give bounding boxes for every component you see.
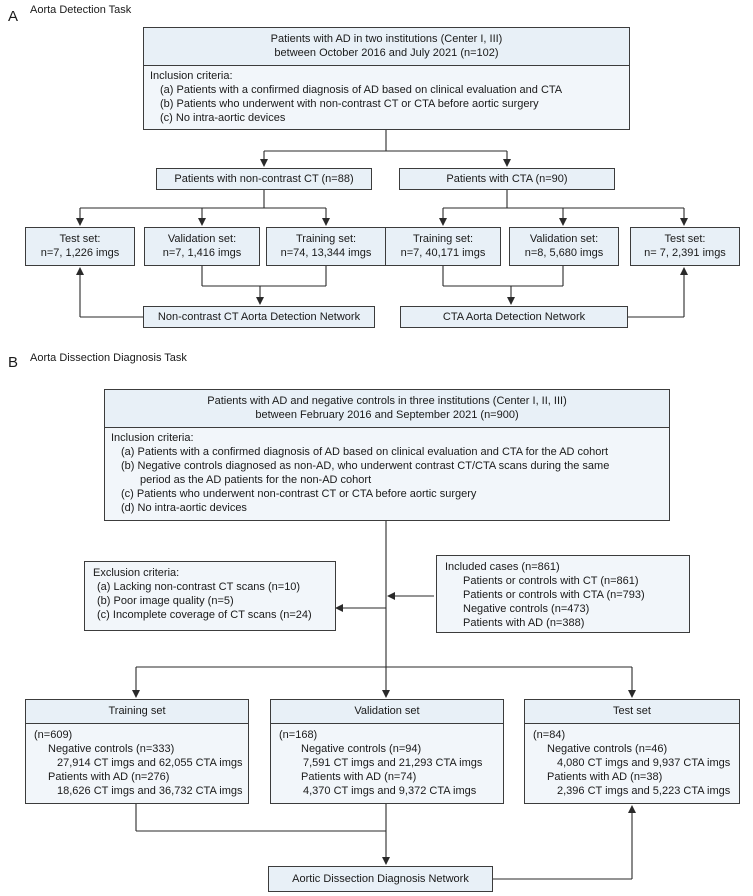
b-header-line2: between February 2016 and September 2021… bbox=[255, 409, 519, 421]
a-left-test-value: n=7, 1,226 imgs bbox=[40, 247, 120, 259]
b-inclusion-d: (d) No intra-aortic devices bbox=[121, 502, 247, 514]
b-exclusion-b: (b) Poor image quality (n=5) bbox=[97, 595, 234, 607]
a-left-network-box: Non-contrast CT Aorta Detection Network bbox=[143, 306, 375, 328]
a-inclusion-box: Inclusion criteria: (a) Patients with a … bbox=[143, 65, 630, 130]
a-right-train-value: n=7, 40,171 imgs bbox=[400, 247, 486, 259]
section-b-title: Aorta Dissection Diagnosis Task bbox=[30, 352, 187, 364]
b-exclusion-a: (a) Lacking non-contrast CT scans (n=10) bbox=[97, 581, 301, 593]
b-test-neg-detail: 4,080 CT imgs and 9,937 CTA imgs bbox=[557, 757, 731, 769]
b-training-ad-detail: 18,626 CT imgs and 36,732 CTA imgs bbox=[57, 785, 243, 797]
b-training-n: (n=609) bbox=[34, 729, 73, 741]
b-test-title-box: Test set bbox=[524, 699, 740, 723]
a-header-box: Patients with AD in two institutions (Ce… bbox=[143, 27, 630, 65]
a-right-val-label: Validation set: bbox=[529, 233, 599, 245]
a-left-group-label: Patients with non-contrast CT (n=88) bbox=[174, 173, 354, 185]
a-inclusion-title: Inclusion criteria: bbox=[150, 70, 233, 82]
a-right-group-label: Patients with CTA (n=90) bbox=[446, 173, 568, 185]
b-included-box: Included cases (n=861) Patients or contr… bbox=[436, 555, 690, 633]
a-inclusion-a: (a) Patients with a confirmed diagnosis … bbox=[160, 84, 563, 96]
a-left-test-label: Test set: bbox=[59, 233, 101, 245]
b-inclusion-box: Inclusion criteria: (a) Patients with a … bbox=[104, 427, 670, 521]
a-left-val-value: n=7, 1,416 imgs bbox=[162, 247, 242, 259]
a-left-test-box: Test set: n=7, 1,226 imgs bbox=[25, 227, 135, 266]
a-left-group-box: Patients with non-contrast CT (n=88) bbox=[156, 168, 372, 190]
section-a-letter: A bbox=[8, 8, 19, 25]
b-included-ct: Patients or controls with CT (n=861) bbox=[463, 575, 639, 587]
b-exclusion-title: Exclusion criteria: bbox=[93, 567, 180, 579]
b-exclusion-c: (c) Incomplete coverage of CT scans (n=2… bbox=[97, 609, 312, 621]
b-inclusion-c: (c) Patients who underwent non-contrast … bbox=[121, 488, 477, 500]
a-right-test-value: n= 7, 2,391 imgs bbox=[644, 247, 726, 259]
a-left-train-value: n=74, 13,344 imgs bbox=[280, 247, 372, 259]
a-left-val-box: Validation set: n=7, 1,416 imgs bbox=[144, 227, 260, 266]
b-test-n: (n=84) bbox=[533, 729, 566, 741]
b-network-label: Aortic Dissection Diagnosis Network bbox=[292, 873, 469, 885]
b-training-neg-label: Negative controls (n=333) bbox=[48, 743, 175, 755]
b-training-ad-label: Patients with AD (n=276) bbox=[48, 771, 170, 783]
b-exclusion-box: Exclusion criteria: (a) Lacking non-cont… bbox=[84, 561, 336, 631]
b-training-title-box: Training set bbox=[25, 699, 249, 723]
b-test-ad-detail: 2,396 CT imgs and 5,223 CTA imgs bbox=[557, 785, 731, 797]
b-validation-body: (n=168) Negative controls (n=94) 7,591 C… bbox=[270, 723, 504, 804]
b-validation-n: (n=168) bbox=[279, 729, 318, 741]
a-inclusion-c: (c) No intra-aortic devices bbox=[160, 112, 286, 124]
b-test-body: (n=84) Negative controls (n=46) 4,080 CT… bbox=[524, 723, 740, 804]
a-right-network-label: CTA Aorta Detection Network bbox=[442, 311, 586, 323]
a-left-train-box: Training set: n=74, 13,344 imgs bbox=[266, 227, 386, 266]
a-left-network-label: Non-contrast CT Aorta Detection Network bbox=[157, 311, 361, 323]
section-b-letter: B bbox=[8, 354, 19, 371]
b-training-title: Training set bbox=[108, 705, 166, 717]
b-validation-ad-label: Patients with AD (n=74) bbox=[301, 771, 417, 783]
a-right-network-box: CTA Aorta Detection Network bbox=[400, 306, 628, 328]
a-right-val-box: Validation set: n=8, 5,680 imgs bbox=[509, 227, 619, 266]
a-inclusion-b: (b) Patients who underwent with non-cont… bbox=[160, 98, 539, 110]
b-included-neg: Negative controls (n=473) bbox=[463, 603, 590, 615]
b-test-neg-label: Negative controls (n=46) bbox=[547, 743, 668, 755]
b-header-line1: Patients with AD and negative controls i… bbox=[207, 395, 567, 407]
a-right-train-box: Training set: n=7, 40,171 imgs bbox=[385, 227, 501, 266]
section-a-title: Aorta Detection Task bbox=[30, 4, 132, 16]
b-inclusion-title: Inclusion criteria: bbox=[111, 432, 194, 444]
b-validation-title-box: Validation set bbox=[270, 699, 504, 723]
a-right-val-value: n=8, 5,680 imgs bbox=[524, 247, 604, 259]
b-included-cta: Patients or controls with CTA (n=793) bbox=[463, 589, 645, 601]
b-inclusion-a: (a) Patients with a confirmed diagnosis … bbox=[121, 446, 609, 458]
a-right-train-label: Training set: bbox=[412, 233, 474, 245]
a-header-line2: between October 2016 and July 2021 (n=10… bbox=[274, 47, 499, 59]
b-included-ad: Patients with AD (n=388) bbox=[463, 617, 585, 629]
b-network-box: Aortic Dissection Diagnosis Network bbox=[268, 866, 493, 892]
a-right-test-label: Test set: bbox=[664, 233, 706, 245]
b-header-box: Patients with AD and negative controls i… bbox=[104, 389, 670, 427]
b-validation-title: Validation set bbox=[354, 705, 420, 717]
b-validation-ad-detail: 4,370 CT imgs and 9,372 CTA imgs bbox=[303, 785, 477, 797]
a-left-train-label: Training set: bbox=[295, 233, 357, 245]
b-validation-neg-label: Negative controls (n=94) bbox=[301, 743, 422, 755]
a-right-group-box: Patients with CTA (n=90) bbox=[399, 168, 615, 190]
b-included-title: Included cases (n=861) bbox=[445, 561, 560, 573]
b-validation-neg-detail: 7,591 CT imgs and 21,293 CTA imgs bbox=[303, 757, 483, 769]
b-test-title: Test set bbox=[613, 705, 651, 717]
b-training-body: (n=609) Negative controls (n=333) 27,914… bbox=[25, 723, 249, 804]
b-inclusion-b: (b) Negative controls diagnosed as non-A… bbox=[121, 460, 610, 472]
b-test-ad-label: Patients with AD (n=38) bbox=[547, 771, 663, 783]
b-inclusion-b-cont: period as the AD patients for the non-AD… bbox=[140, 474, 372, 486]
b-training-neg-detail: 27,914 CT imgs and 62,055 CTA imgs bbox=[57, 757, 243, 769]
a-left-val-label: Validation set: bbox=[167, 233, 237, 245]
a-header-line1: Patients with AD in two institutions (Ce… bbox=[270, 33, 503, 45]
a-right-test-box: Test set: n= 7, 2,391 imgs bbox=[630, 227, 740, 266]
